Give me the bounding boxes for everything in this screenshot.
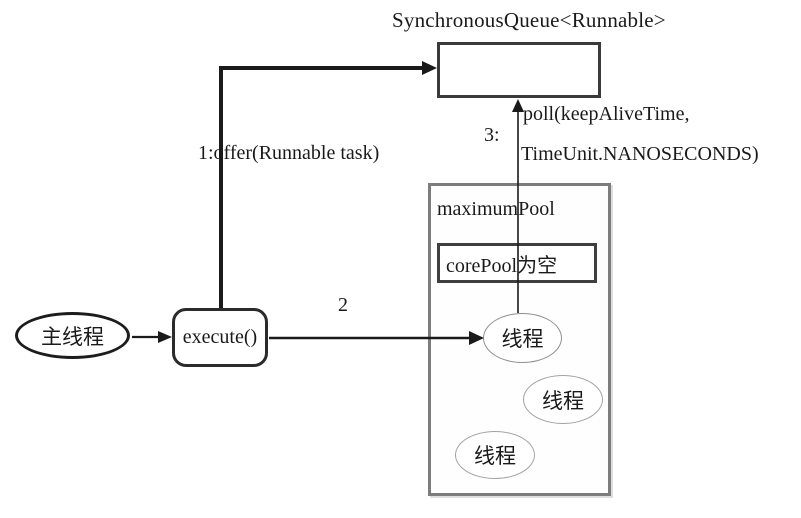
edge-label-step2: 2 bbox=[338, 294, 348, 316]
thread-node-3: 线程 bbox=[455, 431, 535, 479]
edge-label-offer: 1:offer(Runnable task) bbox=[198, 142, 380, 164]
thread-node-1-label: 线程 bbox=[501, 327, 544, 351]
edge-label-step3: 3: bbox=[484, 124, 500, 146]
thread-node-2: 线程 bbox=[523, 375, 603, 424]
synchronous-queue-box bbox=[437, 42, 601, 98]
thread-node-3-label: 线程 bbox=[474, 444, 516, 468]
queue-title: SynchronousQueue<Runnable> bbox=[392, 8, 666, 32]
main-thread-label: 主线程 bbox=[41, 324, 104, 349]
edge-label-poll-line1: poll(keepAliveTime, bbox=[523, 103, 690, 125]
arrow-main-to-execute bbox=[132, 331, 172, 343]
core-pool-label: corePool为空 bbox=[446, 254, 558, 277]
execute-node: execute() bbox=[172, 308, 268, 367]
main-thread-node: 主线程 bbox=[15, 312, 130, 359]
maximum-pool-label: maximumPool bbox=[437, 198, 555, 220]
thread-node-2-label: 线程 bbox=[542, 388, 584, 413]
edge-label-poll-line2: TimeUnit.NANOSECONDS) bbox=[521, 143, 759, 165]
arrow-offer-to-queue bbox=[219, 61, 437, 308]
execute-label: execute() bbox=[182, 326, 258, 348]
thread-node-1: 线程 bbox=[483, 313, 562, 363]
core-pool-box: corePool为空 bbox=[437, 243, 597, 283]
